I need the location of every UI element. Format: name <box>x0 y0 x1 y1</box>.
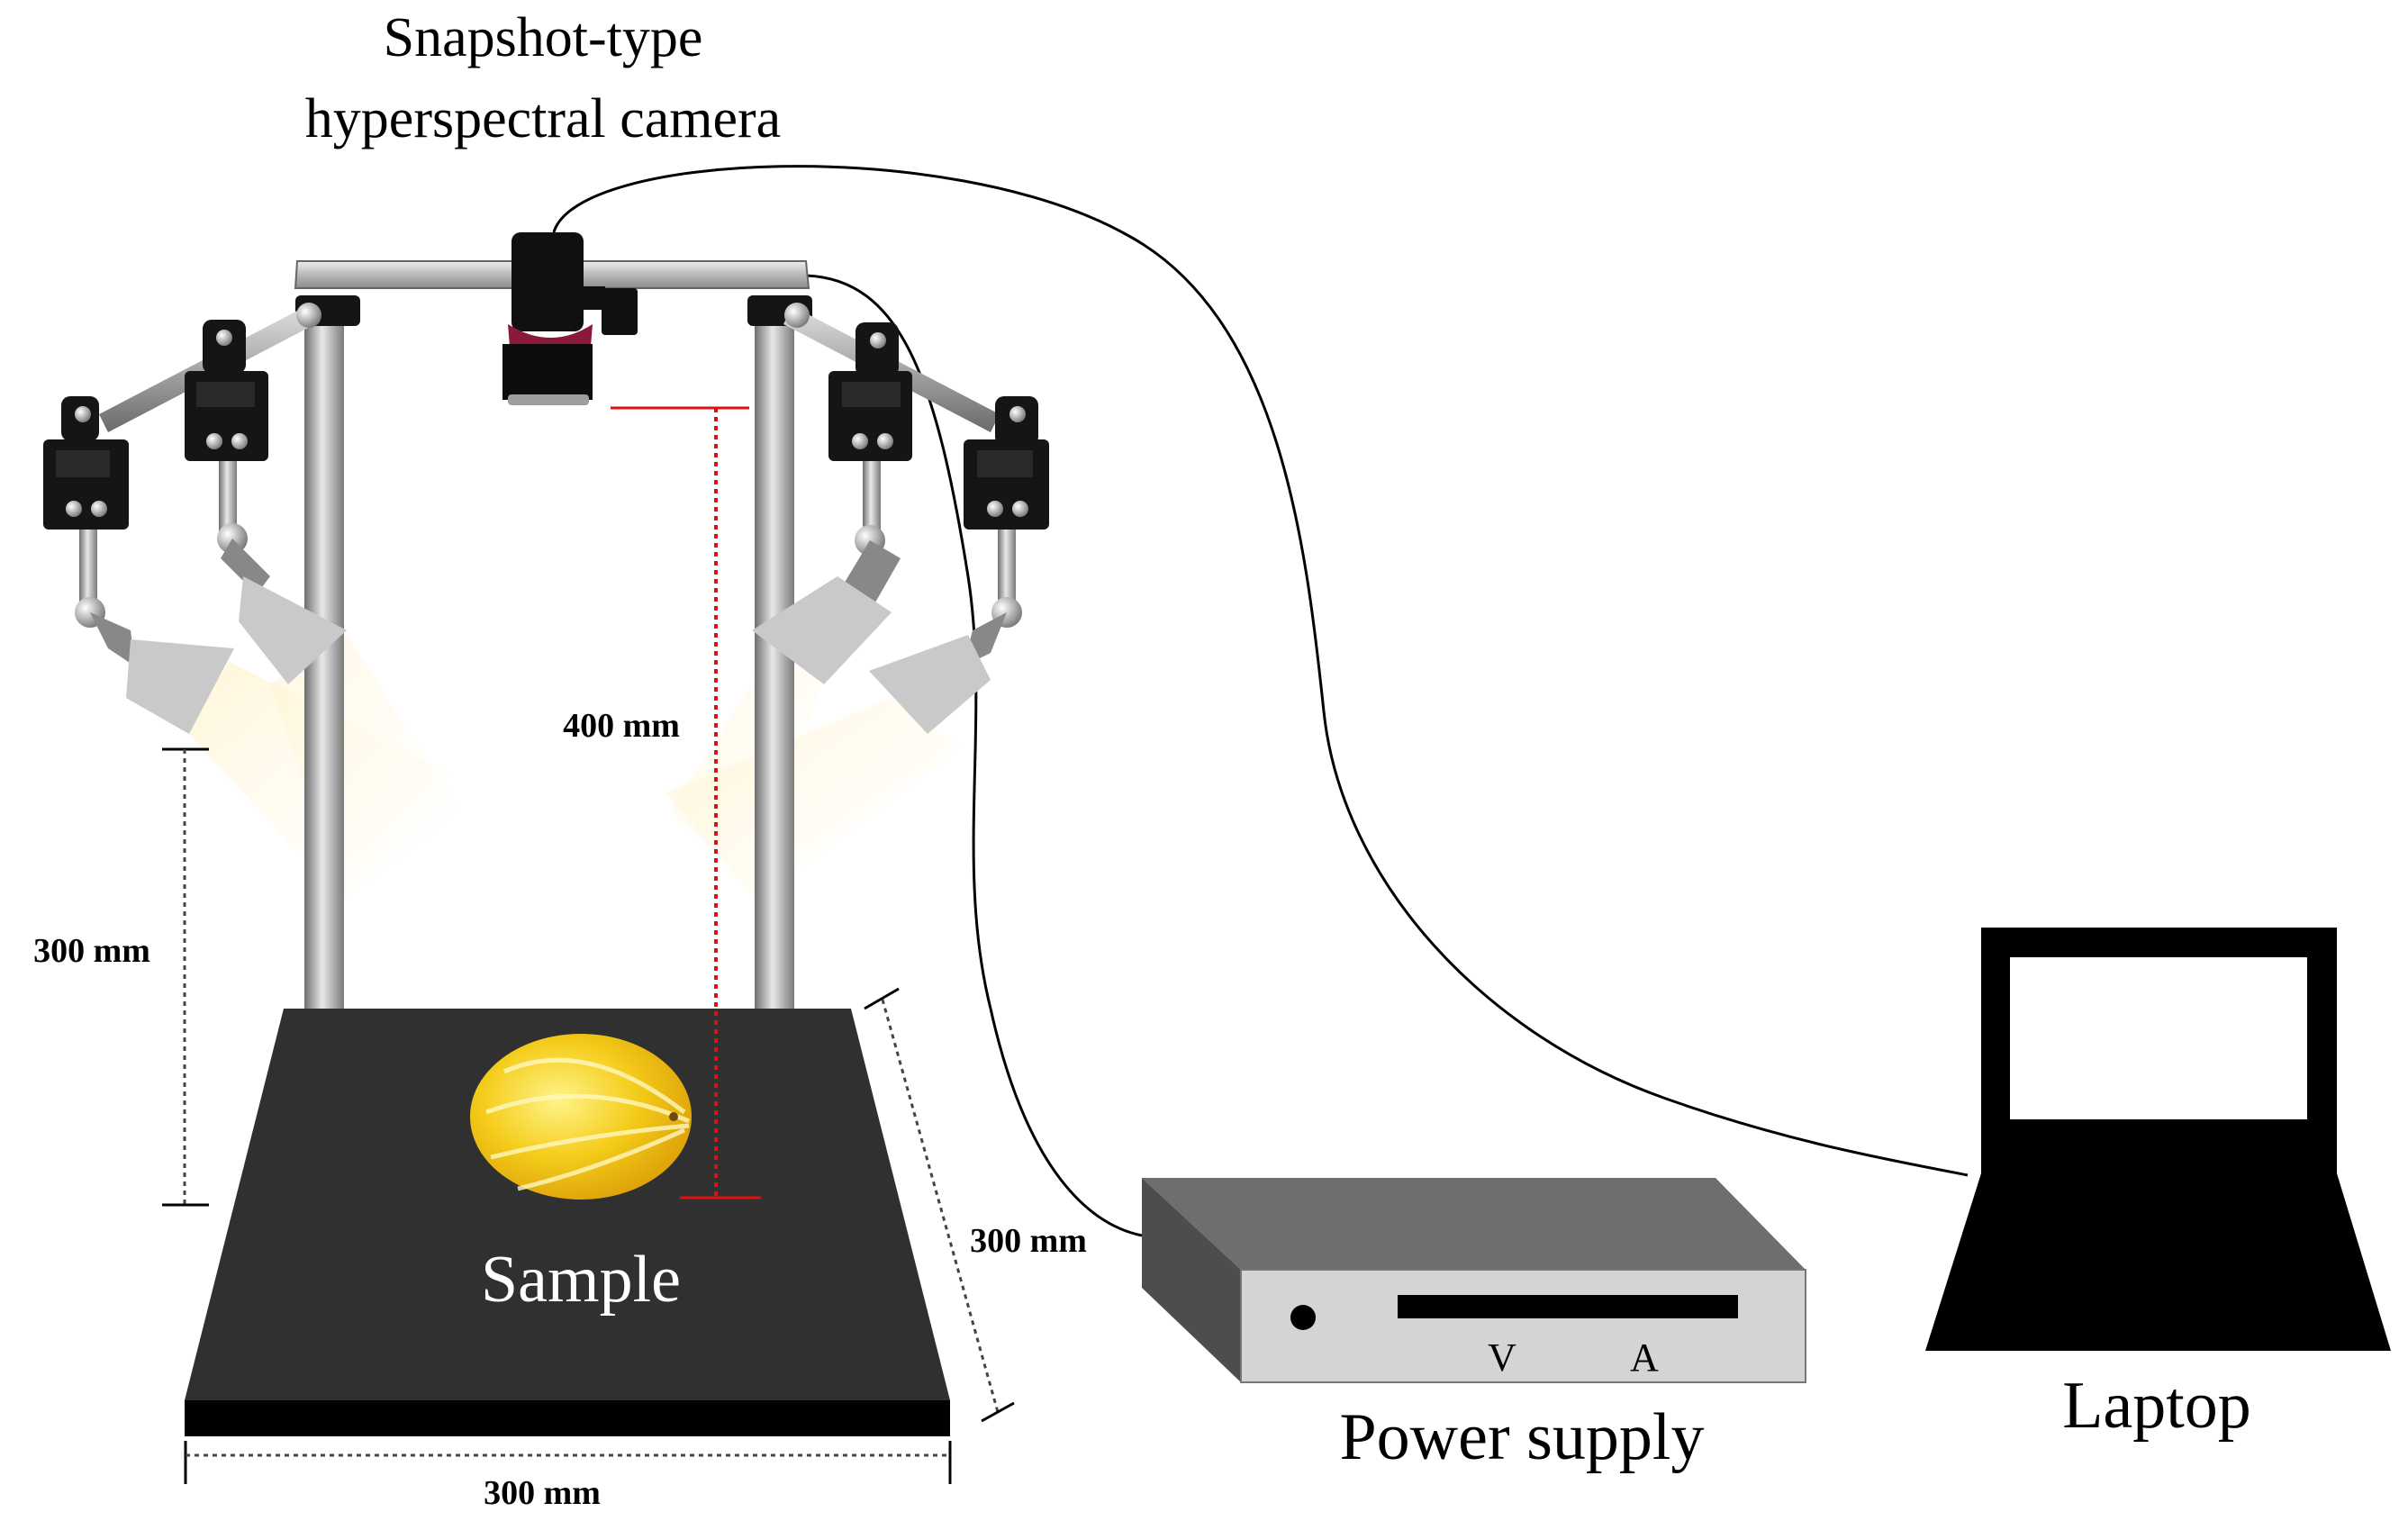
laptop <box>1925 928 2391 1351</box>
power-cable <box>805 274 1143 1237</box>
light-beam-right-outer <box>666 698 959 901</box>
stage-width-label: 300 mm <box>484 1474 601 1512</box>
lamp-left-inner <box>185 320 347 684</box>
stage-depth-label: 300 mm <box>970 1222 1087 1260</box>
camera-distance-label: 400 mm <box>563 707 680 745</box>
sample-stage-top <box>185 1009 950 1400</box>
lamp-right-inner <box>752 303 1000 684</box>
stage-depth-bottom-tick <box>981 1401 1015 1423</box>
stage-depth-top-tick <box>864 987 900 1010</box>
laptop-screen <box>2010 957 2307 1119</box>
power-display <box>1398 1295 1738 1318</box>
sample-label: Sample <box>481 1243 681 1317</box>
power-led <box>1290 1305 1316 1330</box>
lamp-right-outer <box>869 396 1049 734</box>
lamp-left-outer <box>43 303 321 734</box>
camera-label-line1: Snapshot-type <box>384 7 703 68</box>
melon-sample <box>470 1034 692 1200</box>
hyperspectral-camera <box>502 232 638 405</box>
light-height-label: 300 mm <box>33 932 150 970</box>
amp-label: A <box>1630 1335 1659 1380</box>
sample-stage-base <box>185 1400 950 1436</box>
laptop-cable <box>552 165 1969 1177</box>
power-supply: V A <box>1142 1178 1806 1383</box>
camera-label-line2: hyperspectral camera <box>305 88 781 149</box>
laptop-label: Laptop <box>2062 1369 2251 1443</box>
frame-pole-right <box>755 306 794 1013</box>
power-supply-label: Power supply <box>1340 1400 1705 1474</box>
volt-label: V <box>1488 1335 1516 1380</box>
